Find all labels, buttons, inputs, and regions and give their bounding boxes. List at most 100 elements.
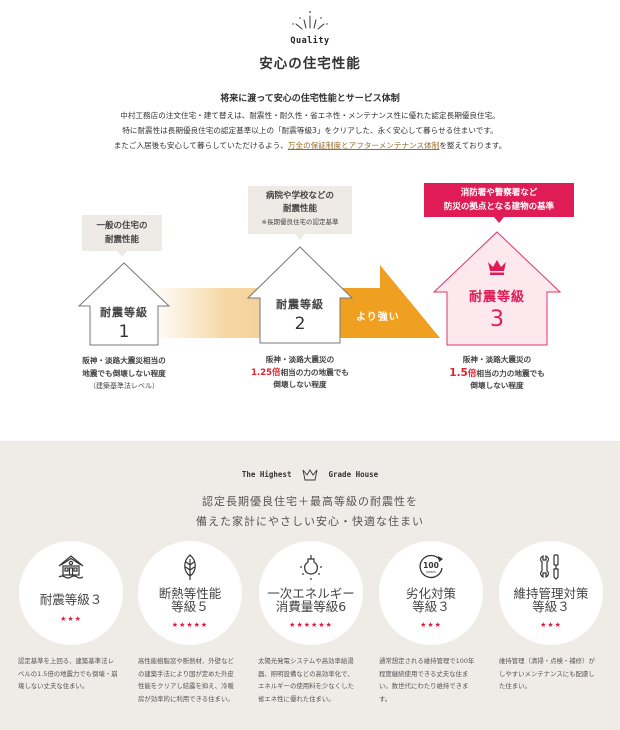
level3-description: 阪神・淡路大震災の 1.5倍相当の力の地震でも 倒壊しない程度 [437,354,557,393]
desc-emphasis-unit: 倍 [467,368,477,379]
feature-label: 劣化対策 等級３ [379,587,483,613]
intro-text: 中村工務店の注文住宅・建て替えは、耐震性・耐久性・省エネ性・メンテナンス性に優れ… [0,108,620,153]
crown-outline-icon [302,469,318,481]
intro-line: 特に耐震性は長期優良住宅の認定基準以上の「耐震等級3」をクリアした、永く安心して… [122,126,498,135]
level3-callout: 消防署や警察署など 防災の拠点となる建物の基準 [424,183,574,223]
level3-house: 耐震等級 3 [432,231,562,346]
desc-line: 倒壊しない程度 [470,381,524,390]
feature-description: 通常想定される維持管理で100年程度継続使用できる丈夫な住まい。数世代にわたり維… [379,657,475,703]
desc-line: 阪神・淡路大震災の [462,355,532,364]
feature-circle: 一次エネルギー 消費量等級6 ★★★★★★ [259,541,363,645]
tools-icon [540,554,559,580]
callout-line: 消防署や警察署など [460,188,538,198]
warranty-link[interactable]: 万全の保証制度とアフターメンテナンス体制 [287,141,440,150]
desc-line: 阪神・淡路大震災相当の [82,356,166,365]
feature-list: 耐震等級３ ★★★ 認定基準を上回る、建築基準法レベルの1.5倍の地震力でも倒壊… [0,541,620,730]
house-outline-icon [77,262,171,346]
feature-label-line: 等級３ [412,599,450,614]
rating-stars: ★★★ [540,621,562,629]
tagline: The Highest Grade House [0,469,620,481]
grade-label: 耐震等級 [276,298,324,311]
callout-line: 病院や学校などの [265,191,334,201]
grade-number: 3 [490,307,504,332]
feature-label: 耐震等級３ [19,593,123,606]
level2-house-text: 耐震等級 2 [247,296,353,334]
section-subtitle: 将来に渡って安心の住宅性能とサービス体制 [220,94,400,104]
desc-line: 地震でも倒壊しない程度 [82,368,166,378]
leaf-icon [184,554,196,580]
callout-line: 耐震性能 [282,204,317,214]
callout-note: ※長期優良住宅の認定基準 [261,218,339,226]
sparkle-icon [292,11,328,30]
feature-label-line: 等級５ [171,599,209,614]
level1-house: 耐震等級 1 [77,262,171,346]
intro-line: またご入居後も安心して暮らしていただけるよう、万全の保証制度とアフターメンテナン… [0,138,620,153]
desc-text: 相当の力の地震でも [476,368,545,378]
callout-line: 一般の住宅の [96,221,148,231]
feature-deterioration: 100 years 劣化対策 等級３ ★★★ 通常想定される維持管理で100年程… [378,541,484,703]
feature-label-line: 断熱等性能 [158,586,222,601]
feature-circle: 耐震等級３ ★★★ [19,541,123,645]
feature-label: 維持管理対策 等級３ [499,587,603,613]
callout-line: 耐震性能 [104,235,139,245]
feature-circle: 100 years 劣化対策 等級３ ★★★ [379,541,483,645]
desc-line: 倒壊しない程度 [273,380,327,389]
intro-line-text: を整えております。 [439,141,507,150]
bottom-title: 認定長期優良住宅＋最高等級の耐震性を 備えた家計にやさしい安心・快適な住まい [0,492,620,532]
bottom-title-line: 備えた家計にやさしい安心・快適な住まい [196,515,424,528]
quality-label: Quality [290,36,330,46]
feature-label-line: 等級３ [532,599,570,614]
grade-number: 1 [118,322,130,342]
tagline-right: Grade House [328,470,379,479]
desc-line: 1.25倍相当の力の地震でも [240,367,360,380]
icon-subtext: years [426,570,436,574]
feature-insulation: 断熱等性能 等級５ ★★★★★ 高性能樹脂窓や断熱材、外壁などの建築手法により国… [137,541,243,703]
level3-house-text: 耐震等級 3 [433,286,561,332]
desc-text: 相当の力の地震でも [280,367,349,377]
level2-house: 耐震等級 2 [246,246,354,344]
tagline-left: The Highest [241,470,292,479]
feature-label: 断熱等性能 等級５ [138,587,242,613]
desc-note: （建築基準法レベル） [89,382,159,390]
highest-grade-section: The Highest Grade House 認定長期優良住宅＋最高等級の耐震… [0,441,620,730]
feature-maintenance: 維持管理対策 等級３ ★★★ 維持管理（清掃・点検・補修）がしやすいメンテナンス… [498,541,604,690]
feature-description: 高性能樹脂窓や断熱材、外壁などの建築手法により国が定めた外皮性能をクリアし結露を… [138,657,234,703]
house-icon [58,555,84,579]
feature-circle: 断熱等性能 等級５ ★★★★★ [138,541,242,645]
grade-label: 耐震等級 [468,290,525,305]
feature-label: 一次エネルギー 消費量等級6 [259,587,363,613]
house-pink-icon [432,231,562,346]
crown-icon [488,260,506,275]
stronger-arrow [340,265,440,338]
rating-stars: ★★★ [60,615,82,623]
stronger-label: より強い [356,312,400,323]
feature-seismic: 耐震等級３ ★★★ 認定基準を上回る、建築基準法レベルの1.5倍の地震力でも倒壊… [18,541,124,690]
house-outline-icon [246,246,354,344]
feature-label-line: 維持管理対策 [513,586,589,601]
feature-label-line: 一次エネルギー [267,586,355,601]
100-years-icon: 100 years [419,554,443,579]
level2-description: 阪神・淡路大震災の 1.25倍相当の力の地震でも 倒壊しない程度 [240,354,360,392]
quality-section: Quality 安心の住宅性能 将来に渡って安心の住宅性能とサービス体制 中村工… [0,11,620,393]
feature-label-line: 耐震等級３ [39,592,103,607]
level1-callout: 一般の住宅の 耐震性能 [82,215,162,257]
intro-line-text: またご入居後も安心して暮らしていただけるよう、 [113,141,288,150]
feature-label-line: 劣化対策 [405,586,456,601]
grade-label: 耐震等級 [100,306,148,319]
lightbulb-icon [300,555,322,580]
feature-circle: 維持管理対策 等級３ ★★★ [499,541,603,645]
feature-description: 維持管理（清掃・点検・補修）がしやすいメンテナンスにも配慮した住まい。 [499,657,595,690]
feature-description: 認定基準を上回る、建築基準法レベルの1.5倍の地震力でも倒壊・崩壊しない丈夫な住… [18,657,118,690]
bottom-title-line: 認定長期優良住宅＋最高等級の耐震性を [202,495,418,508]
grade-number: 2 [294,314,306,334]
desc-emphasis: 1.25倍 [251,367,281,378]
feature-energy: 一次エネルギー 消費量等級6 ★★★★★★ 太陽光発電システムや高効率給湯器、照… [258,541,364,703]
rating-stars: ★★★ [420,621,442,629]
desc-line: 阪神・淡路大震災の [265,355,335,364]
rating-stars: ★★★★★ [171,621,209,629]
callout-line: 防災の拠点となる建物の基準 [443,202,555,212]
icon-text: 100 [423,561,439,570]
feature-description: 太陽光発電システムや高効率給湯器、照明設備などの高効率化で、エネルギーの使用料を… [258,657,354,703]
section-title: 安心の住宅性能 [259,56,361,72]
intro-line: 中村工務店の注文住宅・建て替えは、耐震性・耐久性・省エネ性・メンテナンス性に優れ… [120,111,500,120]
